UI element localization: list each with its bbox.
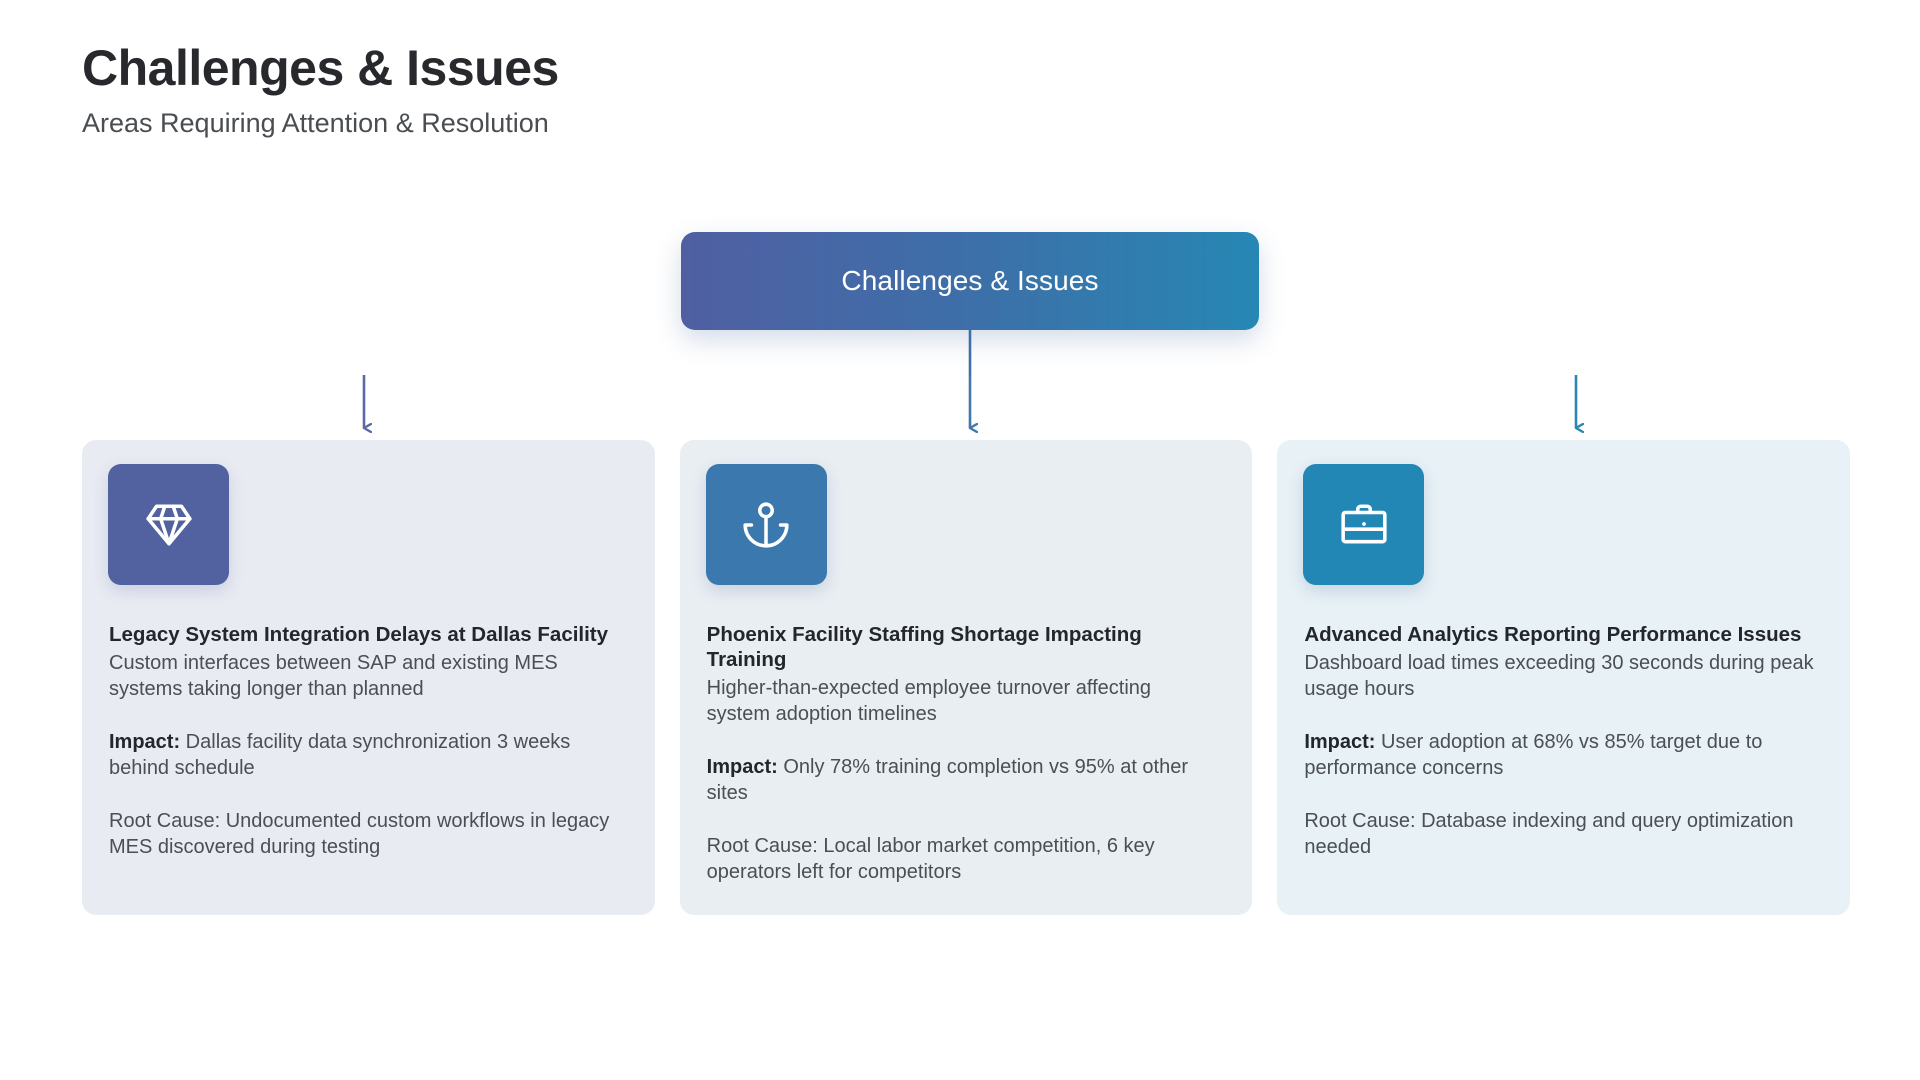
page-subtitle: Areas Requiring Attention & Resolution xyxy=(82,108,549,138)
root-cause-label: Root Cause: xyxy=(1304,809,1416,832)
diagram-root-node-label: Challenges & Issues xyxy=(841,265,1099,296)
challenge-card-root-cause: Root Cause: Local labor market competiti… xyxy=(707,833,1219,886)
root-cause-text: Undocumented custom workflows in legacy … xyxy=(109,809,610,858)
root-cause-text: Database indexing and query optimization… xyxy=(1304,809,1794,858)
root-cause-text: Local labor market competition, 6 key op… xyxy=(706,834,1155,883)
challenge-card-description: Higher-than-expected employee turnover a… xyxy=(706,677,1152,726)
challenge-card[interactable]: Phoenix Facility Staffing Shortage Impac… xyxy=(679,440,1253,915)
page-header: Challenges & Issues Areas Requiring Atte… xyxy=(82,40,1682,141)
challenge-card[interactable]: Advanced Analytics Reporting Performance… xyxy=(1277,440,1851,915)
impact-label: Impact: xyxy=(109,730,181,753)
challenge-card-description: Custom interfaces between SAP and existi… xyxy=(109,652,558,701)
impact-text: Only 78% training completion vs 95% at o… xyxy=(706,755,1189,805)
impact-label: Impact: xyxy=(706,755,778,778)
anchor-icon xyxy=(705,464,827,585)
challenge-cards-container: Legacy System Integration Delays at Dall… xyxy=(82,440,1851,915)
challenge-card[interactable]: Legacy System Integration Delays at Dall… xyxy=(82,440,655,915)
challenge-card-impact: Impact: User adoption at 68% vs 85% targ… xyxy=(1304,729,1816,782)
challenge-card-body: Phoenix Facility Staffing Shortage Impac… xyxy=(707,622,1219,885)
diagram-root-node[interactable]: Challenges & Issues xyxy=(681,232,1259,330)
challenge-card-body: Advanced Analytics Reporting Performance… xyxy=(1304,622,1816,860)
challenge-card-title: Legacy System Integration Delays at Dall… xyxy=(109,623,609,646)
diamond-icon xyxy=(108,464,229,585)
impact-text: User adoption at 68% vs 85% target due t… xyxy=(1304,730,1763,780)
challenge-card-root-cause: Root Cause: Undocumented custom workflow… xyxy=(109,808,621,861)
root-cause-label: Root Cause: xyxy=(109,809,221,832)
root-cause-label: Root Cause: xyxy=(706,834,818,857)
challenge-card-impact: Impact: Only 78% training completion vs … xyxy=(707,754,1219,807)
challenge-card-title: Advanced Analytics Reporting Performance… xyxy=(1304,623,1802,646)
challenge-card-body: Legacy System Integration Delays at Dall… xyxy=(109,622,621,860)
challenge-card-title: Phoenix Facility Staffing Shortage Impac… xyxy=(706,623,1142,671)
challenge-card-description: Dashboard load times exceeding 30 second… xyxy=(1304,652,1814,701)
impact-label: Impact: xyxy=(1304,730,1376,753)
page-title: Challenges & Issues xyxy=(82,40,559,96)
briefcase-icon xyxy=(1303,464,1425,585)
challenge-card-impact: Impact: Dallas facility data synchroniza… xyxy=(109,729,621,782)
challenge-card-root-cause: Root Cause: Database indexing and query … xyxy=(1304,808,1816,861)
impact-text: Dallas facility data synchronization 3 w… xyxy=(109,730,571,780)
